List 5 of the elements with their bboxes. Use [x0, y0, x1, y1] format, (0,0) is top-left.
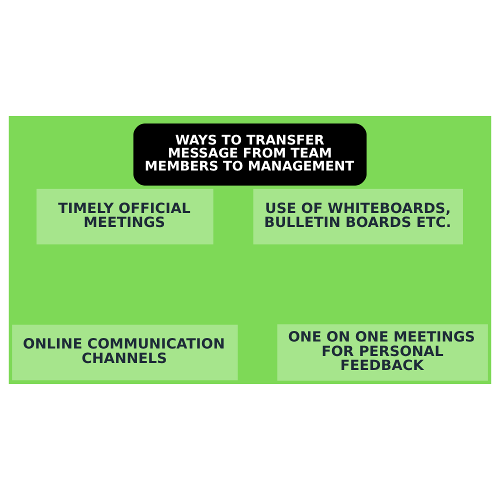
node-box: USE OF WHITEBOARDS, BULLETIN BOARDS ETC. — [253, 188, 463, 244]
diagram-title: WAYS TO TRANSFER MESSAGE FROM TEAM MEMBERS TO MANAGEMENT — [144, 133, 354, 175]
node-box: ONE ON ONE MEETINGS FOR PERSONAL FEEDBACK — [277, 324, 488, 381]
node-box: TIMELY OFFICIAL MEETINGS — [36, 188, 214, 244]
node-box: ONLINE COMMUNICATION CHANNELS — [12, 324, 238, 380]
